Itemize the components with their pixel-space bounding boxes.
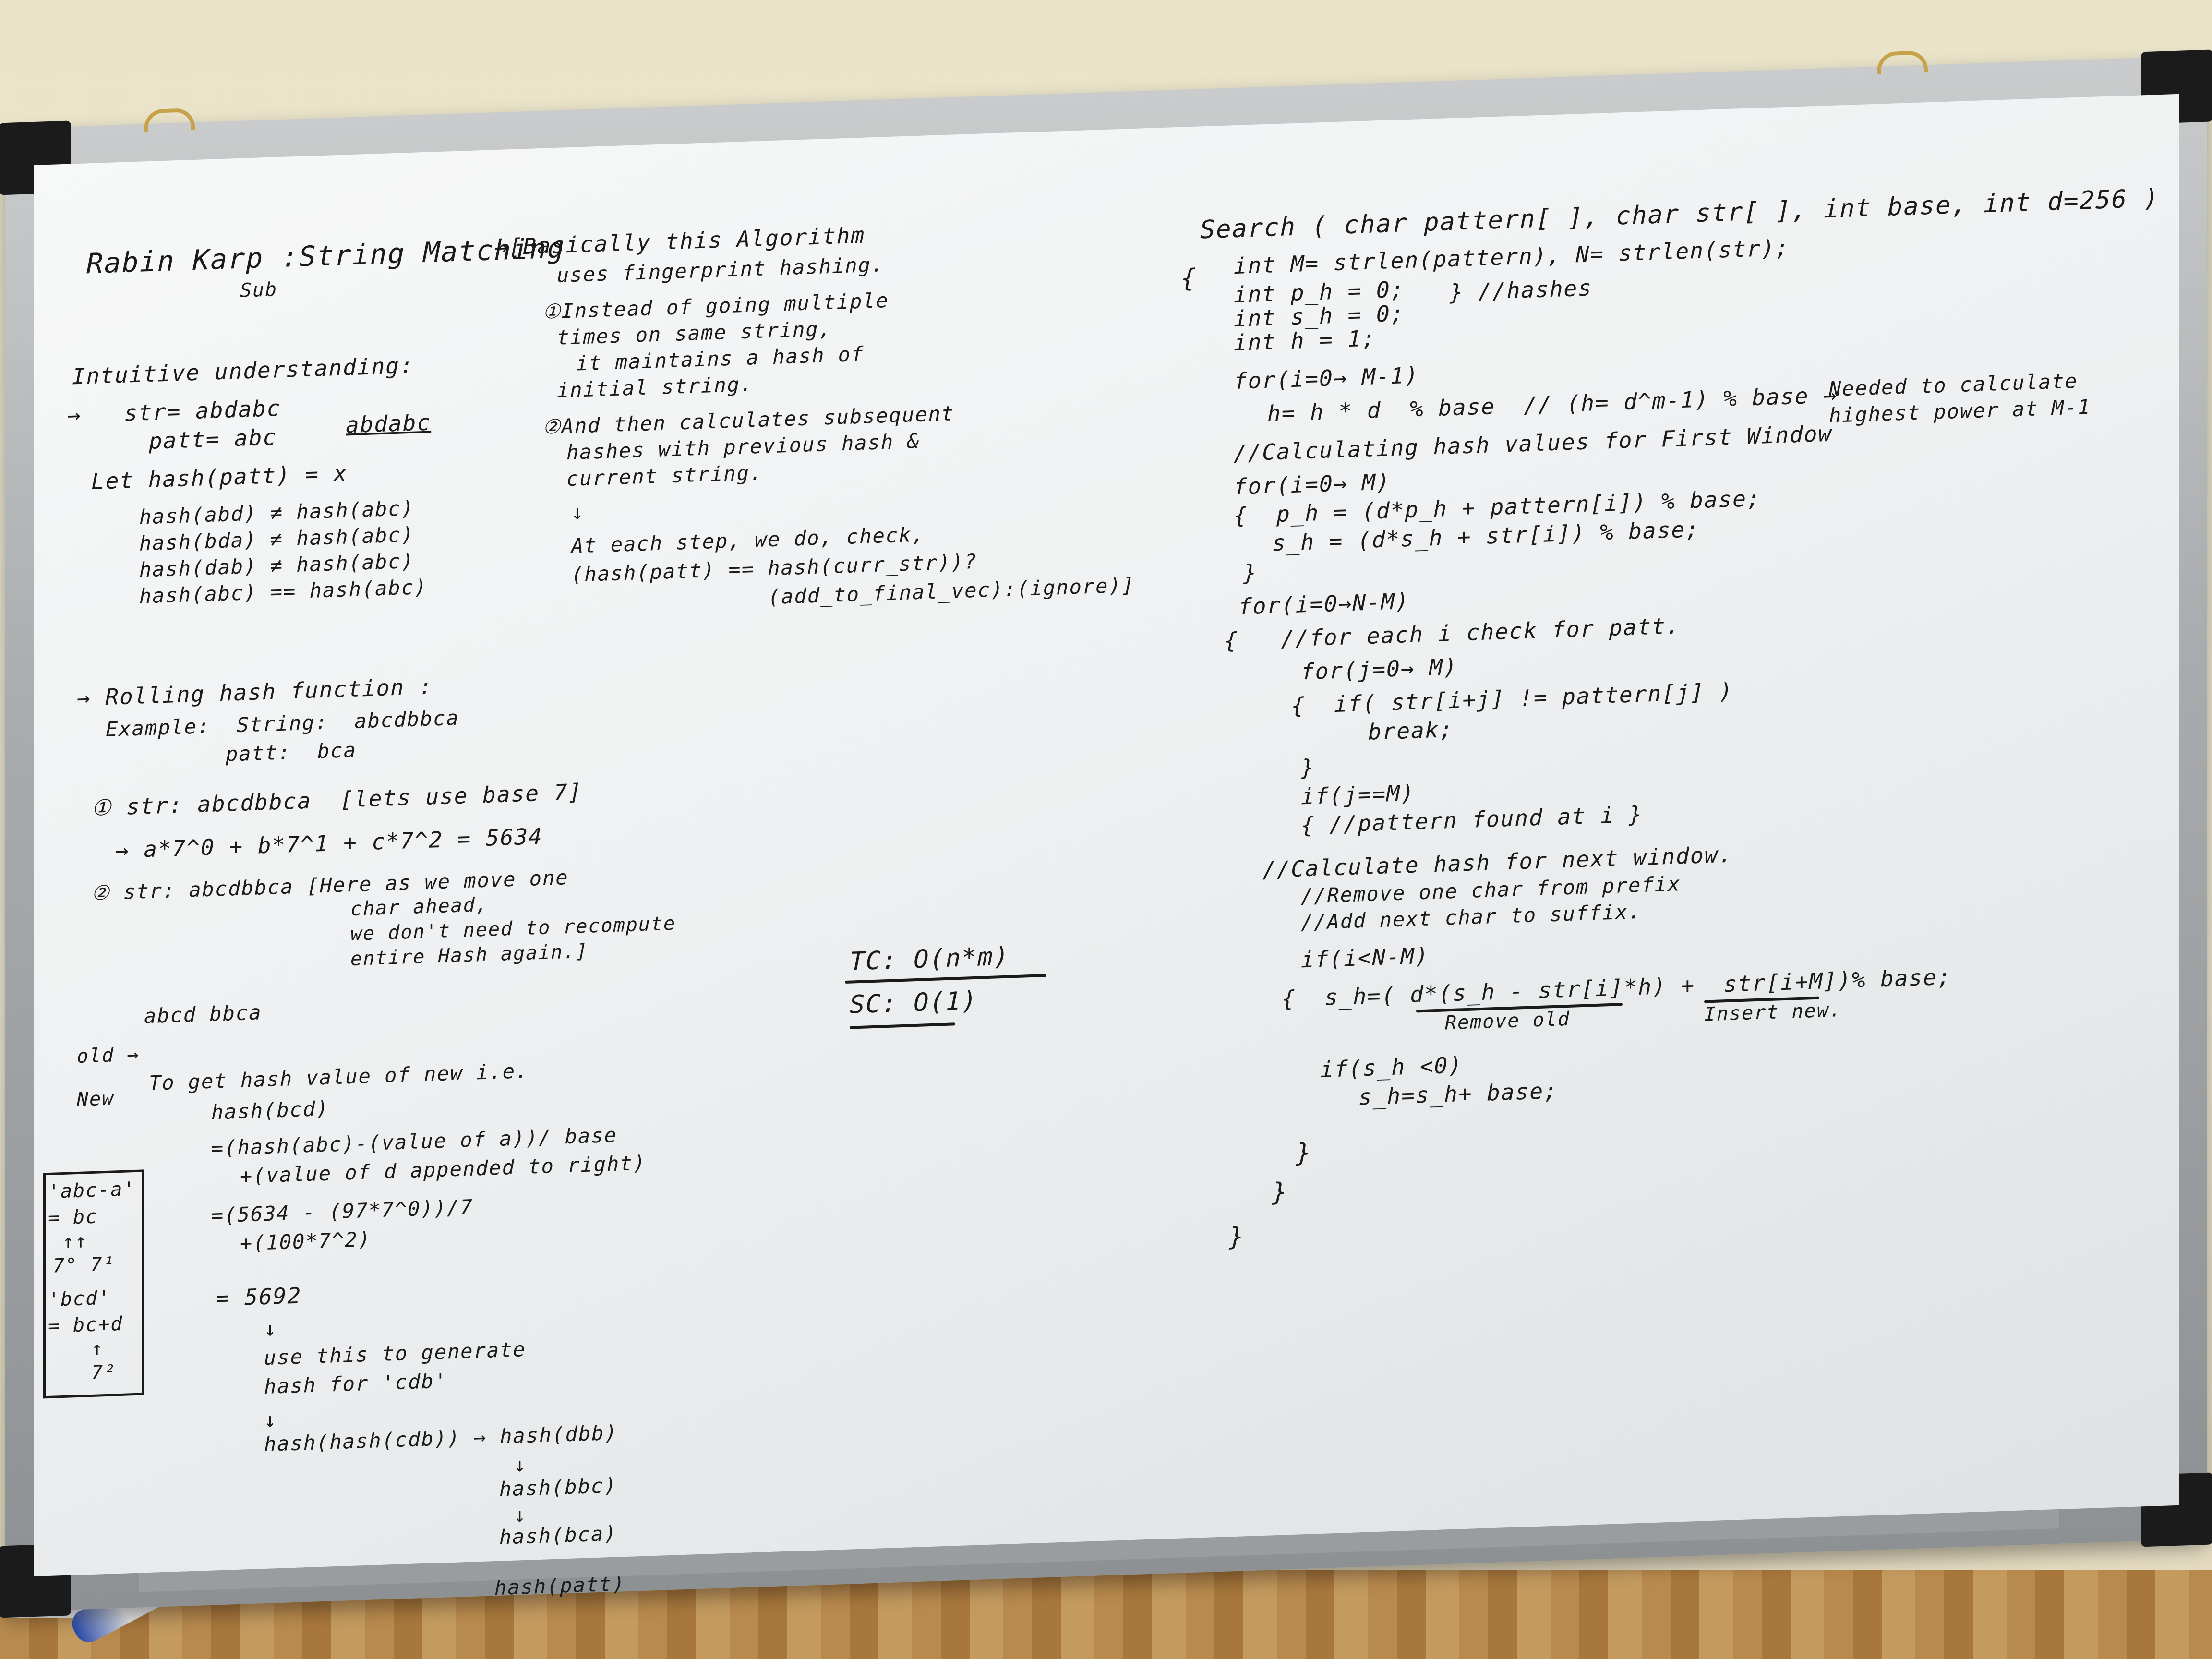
hash-chain-bca: hash(bca): [499, 1521, 617, 1549]
let-hash: Let hash(patt) = x: [91, 460, 348, 495]
arrow-down-4: ↓: [514, 1503, 527, 1527]
middle-line-5: it maintains a hash of: [576, 342, 865, 375]
middle-line-13: (add_to_final_vec):(ignore)]: [768, 573, 1135, 609]
middle-line-3: ①Instead of going multiple: [542, 288, 889, 324]
window-string: abcd bbca: [144, 1000, 262, 1028]
brace-close-1: }: [1296, 1138, 1312, 1168]
whiteboard: Rabin Karp :String Matching Sub Intuitiv…: [0, 49, 2212, 1618]
box-line-2: = bc: [48, 1205, 98, 1230]
code-line-19: { //pattern found at i }: [1301, 801, 1643, 839]
space-complexity: SC: O(1): [850, 986, 978, 1020]
board-title: Rabin Karp :String Matching: [86, 231, 565, 280]
hash-line-4: hash(abc) == hash(abc): [139, 575, 428, 608]
code-line-11: }: [1243, 559, 1258, 586]
patt-line: patt= abc: [149, 424, 277, 455]
step-2-b: char ahead,: [350, 893, 488, 921]
brace-open: {: [1181, 264, 1197, 293]
arrow-down-2: ↓: [264, 1408, 277, 1432]
code-line-17: }: [1301, 754, 1315, 781]
step-1: ① str: abcdbbca [lets use base 7]: [91, 779, 583, 821]
formula-2: +(value of d appended to right): [240, 1151, 646, 1188]
hanger-right: [1877, 50, 1928, 74]
middle-line-4: times on same string,: [557, 316, 832, 349]
example-line: Example: String: abcdbbca: [106, 706, 459, 742]
code-line-18: if(j==M): [1301, 780, 1415, 810]
hash-for-text: hash for 'cdb': [264, 1369, 448, 1399]
formula-3: =(5634 - (97*7^0))/7: [211, 1195, 473, 1227]
middle-line-6: initial string.: [557, 372, 754, 402]
rolling-heading: → Rolling hash function :: [77, 673, 433, 711]
str-line: → str= abdabc: [67, 395, 281, 428]
middle-line-1: →[Basically this Algorithm: [494, 222, 866, 261]
result-5692: = 5692: [216, 1282, 302, 1311]
code-line-13: { //for each i check for patt.: [1224, 613, 1681, 654]
step-2: ② str: abcdbbca [Here as we move one: [91, 866, 569, 905]
needed-note: Needed to calculate: [1829, 369, 2078, 401]
box-line-5: 'bcd': [48, 1286, 111, 1311]
remove-old-label: Remove old: [1445, 1008, 1570, 1034]
code-line-1: int M= strlen(pattern), N= strlen(str);: [1234, 234, 1790, 279]
code-line-15: { if( str[i+j] != pattern[j] ): [1291, 678, 1733, 719]
code-line-3: int s_h = 0;: [1234, 300, 1405, 332]
use-this-text: use this to generate: [264, 1337, 526, 1370]
step-2-d: entire Hash again.]: [350, 940, 589, 971]
code-line-12: for(i=0→N-M): [1238, 588, 1410, 620]
title-sub: Sub: [240, 278, 278, 302]
hanger-left: [144, 108, 195, 132]
arrow-down-3: ↓: [514, 1452, 527, 1477]
middle-line-2: uses fingerprint hashing.: [557, 252, 885, 287]
middle-line-11: At each step, we do, check,: [571, 522, 925, 558]
hash-bcd: hash(bcd): [211, 1096, 329, 1124]
search-signature: Search ( char pattern[ ], char str[ ], i…: [1200, 184, 2160, 245]
new-label: New: [77, 1087, 115, 1111]
hash-line-2: hash(bda) ≠ hash(abc): [139, 522, 415, 555]
time-complexity: TC: O(n*m): [850, 942, 1010, 976]
arrow-down-1: ↓: [264, 1317, 277, 1341]
box-line-6: = bc+d: [48, 1312, 123, 1338]
hash-line-3: hash(dab) ≠ hash(abc): [139, 549, 415, 582]
middle-line-10: ↓: [571, 500, 585, 524]
middle-line-9: current string.: [566, 460, 763, 491]
step-1-calc: → a*7^0 + b*7^1 + c*7^2 = 5634: [115, 823, 543, 864]
code-line-28: s_h=s_h+ base;: [1358, 1077, 1558, 1110]
brace-close-2: }: [1272, 1178, 1288, 1207]
code-line-14: for(j=0→ M): [1301, 653, 1458, 685]
tc-underline: [845, 974, 1046, 984]
code-line-7: //Calculating hash values for First Wind…: [1234, 420, 1833, 467]
box-line-7: ↑: [91, 1337, 104, 1360]
box-line-8: 7²: [91, 1361, 117, 1384]
needed-note-2: highest power at M-1: [1829, 395, 2091, 427]
box-line-1: 'abc-a': [48, 1178, 136, 1203]
hash-chain-start: hash(hash(cdb)) → hash(dbb): [264, 1420, 618, 1456]
old-label: old →: [77, 1043, 140, 1068]
code-line-16: break;: [1368, 716, 1454, 745]
code-line-4: int h = 1;: [1234, 325, 1376, 356]
formula-4: +(100*7^2): [240, 1227, 371, 1255]
box-line-4: 7° 7¹: [53, 1253, 116, 1277]
box-line-3: ↑↑: [62, 1230, 88, 1253]
get-hash-text: To get hash value of new i.e.: [149, 1058, 529, 1095]
abdabc-underlined: abdabc: [346, 409, 432, 438]
code-line-23: if(i<N-M): [1301, 942, 1430, 973]
sc-underline: [850, 1022, 955, 1029]
intuitive-heading: Intuitive understanding:: [72, 352, 414, 390]
code-line-27: if(s_h <0): [1320, 1052, 1463, 1083]
example-patt: patt: bca: [226, 738, 357, 766]
code-line-5: for(i=0→ M-1): [1234, 362, 1419, 395]
insert-new-label: Insert new.: [1704, 999, 1842, 1026]
hash-line-1: hash(abd) ≠ hash(abc): [139, 496, 415, 529]
hash-chain-bbc: hash(bbc): [499, 1473, 617, 1501]
hashes-note: } //hashes: [1450, 275, 1592, 306]
whiteboard-surface: Rabin Karp :String Matching Sub Intuitiv…: [34, 94, 2179, 1599]
code-line-8: for(i=0→ M): [1234, 469, 1391, 500]
brace-close-3: }: [1229, 1222, 1245, 1252]
